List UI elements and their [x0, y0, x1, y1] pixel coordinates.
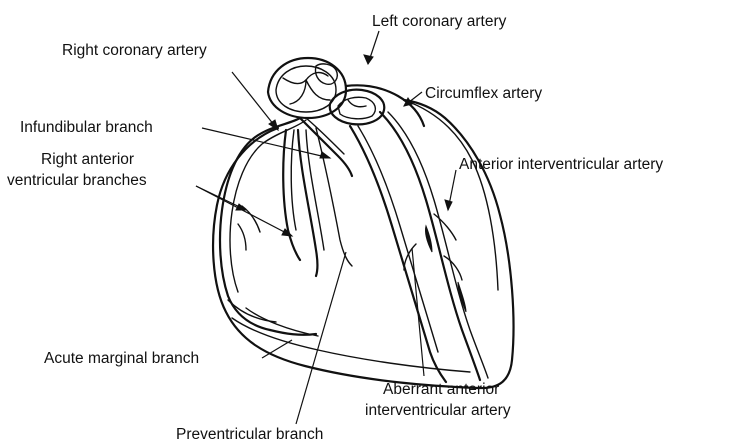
label-anterior-interventricular-artery: Anterior interventricular artery	[459, 156, 663, 173]
label-right-coronary-artery: Right coronary artery	[62, 42, 207, 59]
label-right-anterior-line2: ventricular branches	[7, 172, 147, 189]
leader-aberrant-anterior-interventricular	[412, 248, 424, 376]
label-preventricular-branch: Preventricular branch	[176, 426, 323, 443]
labels: Left coronary artery Right coronary arte…	[7, 13, 663, 443]
leader-right-ant-ventricular-2	[196, 186, 292, 236]
arrowhead-infundibular-branch	[320, 152, 330, 158]
label-circumflex-artery: Circumflex artery	[425, 85, 542, 102]
arrowhead-anterior-interventricular	[445, 200, 452, 210]
leader-lines	[196, 31, 456, 424]
label-aberrant-line1: Aberrant anterior	[383, 381, 499, 398]
label-infundibular-branch: Infundibular branch	[20, 119, 153, 136]
leader-acute-marginal-branch	[262, 340, 292, 358]
label-right-anterior-line1: Right anterior	[41, 151, 134, 168]
label-aberrant-line2: interventricular artery	[365, 402, 511, 419]
aorta-pulmonary-trunk	[268, 58, 384, 124]
arrowhead-left-coronary-artery	[364, 55, 373, 64]
label-left-coronary-artery: Left coronary artery	[372, 13, 507, 30]
label-acute-marginal-branch: Acute marginal branch	[44, 350, 199, 367]
leader-preventricular-branch	[296, 252, 346, 424]
